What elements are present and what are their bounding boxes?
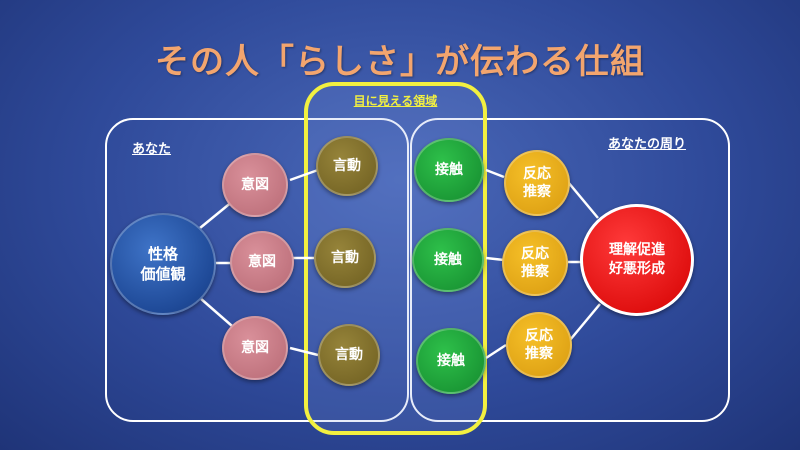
intent-node-middle: 意図 <box>230 231 294 293</box>
connector <box>569 303 601 341</box>
result-line-2: 好悪形成 <box>609 261 665 277</box>
intent-node-bottom: 意図 <box>222 316 288 380</box>
result-line-1: 理解促進 <box>609 242 665 258</box>
connector <box>485 256 505 262</box>
page-title: その人「らしさ」が伝わる仕組 <box>155 42 645 82</box>
contact-node-bottom: 接触 <box>416 328 486 394</box>
speech-node-middle: 言動 <box>314 228 376 288</box>
speech-node-top: 言動 <box>316 136 378 196</box>
reaction-line-2: 推察 <box>523 184 551 200</box>
persona-node: 性格価値観 <box>110 213 216 315</box>
connector <box>567 181 599 219</box>
contact-node-middle: 接触 <box>412 228 484 292</box>
surroundings-label: あなたの周り <box>608 137 687 152</box>
speech-node-bottom: 言動 <box>318 324 380 386</box>
you-label: あなた <box>132 142 172 157</box>
reaction-node-bottom: 反応推察 <box>506 312 572 378</box>
reaction-line-2: 推察 <box>525 346 553 362</box>
reaction-line-1: 反応 <box>523 166 551 182</box>
connector <box>289 168 319 182</box>
reaction-line-2: 推察 <box>521 264 549 280</box>
reaction-node-middle: 反応推察 <box>502 230 568 296</box>
contact-node-top: 接触 <box>414 138 484 202</box>
connector <box>485 343 507 360</box>
reaction-line-1: 反応 <box>525 328 553 344</box>
intent-node-top: 意図 <box>222 153 288 217</box>
connector <box>485 168 505 179</box>
result-node: 理解促進好悪形成 <box>580 204 694 316</box>
persona-line-2: 価値観 <box>140 265 186 283</box>
visible-area-label: 目に見える領域 <box>353 94 438 108</box>
reaction-line-1: 反応 <box>521 246 549 262</box>
surroundings-panel <box>410 118 730 422</box>
reaction-node-top: 反応推察 <box>504 150 570 216</box>
persona-line-1: 性格 <box>147 245 178 263</box>
connector <box>289 346 319 357</box>
you-panel <box>105 118 409 422</box>
